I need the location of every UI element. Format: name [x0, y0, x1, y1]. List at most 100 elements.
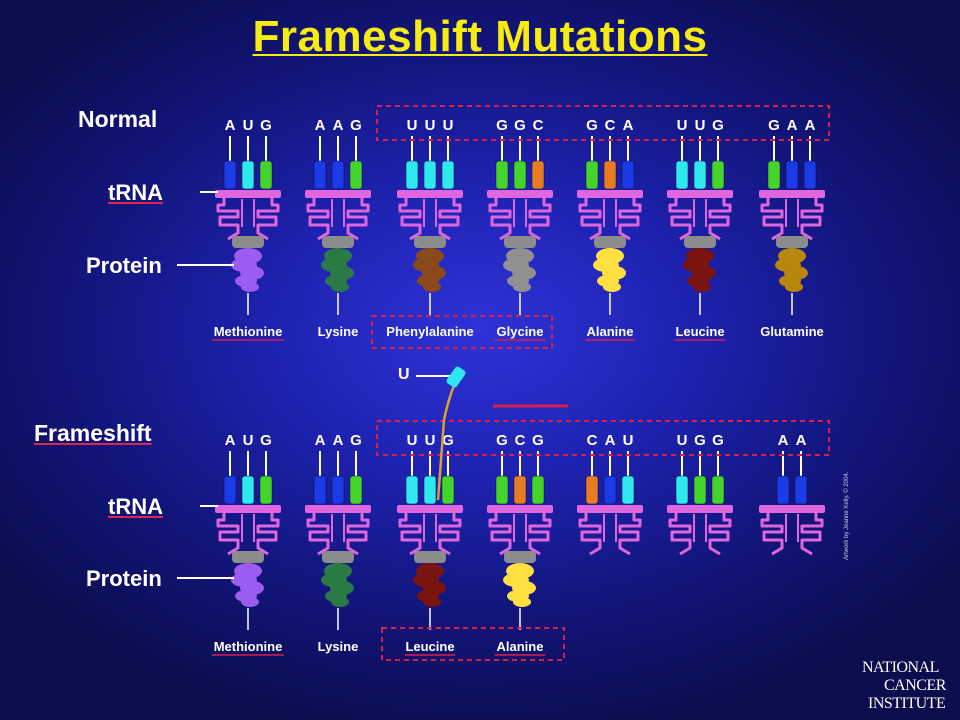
codon-base-letter: C [587, 432, 598, 449]
trna-acceptor-bar [667, 505, 733, 513]
codon-base-peg [313, 475, 327, 505]
trna-body [306, 198, 370, 241]
amino-acid-shape [321, 563, 354, 607]
codon-base-letter: U [677, 117, 688, 134]
trna-acceptor-bar [215, 505, 281, 513]
codon-base-letter: A [796, 432, 807, 449]
codon-base-peg [349, 160, 363, 190]
trna-acceptor-bar [487, 190, 553, 198]
trna-body [668, 198, 732, 241]
codon-base-peg [675, 160, 689, 190]
codon-base-letter: A [778, 432, 789, 449]
codon-base-letter: C [515, 432, 526, 449]
artwork-credit-text: Artwork by Jeanne Kelly. © 2004. [844, 471, 850, 560]
codon-base-peg [241, 475, 255, 505]
codon-base-peg [693, 475, 707, 505]
codon-base-letter: U [695, 117, 706, 134]
amino-acid-label: Phenylalanine [386, 324, 473, 339]
amino-blob-part [513, 597, 531, 607]
amino-blob-part [423, 597, 441, 607]
amino-acid-label: Lysine [318, 324, 359, 339]
codon-base-letter: U [425, 117, 436, 134]
amino-blob-part [513, 282, 531, 292]
trna-body [398, 513, 462, 556]
nci-logo: NATIONAL CANCER INSTITUTE [862, 660, 958, 718]
codon-base-peg [603, 160, 617, 190]
codon-base-peg [259, 160, 273, 190]
trna-acceptor-bar [759, 190, 825, 198]
codon-base-letter: A [333, 117, 344, 134]
codon-base-letter: U [243, 117, 254, 134]
amino-acid-shape [413, 248, 446, 292]
codon-base-peg [331, 475, 345, 505]
codon-base-letter: G [712, 117, 724, 134]
codon-base-letter: G [496, 117, 508, 134]
artwork-credit: Artwork by Jeanne Kelly. © 2004. [834, 430, 850, 560]
codon-base-peg [259, 475, 273, 505]
codon-base-peg [349, 475, 363, 505]
trna-acceptor-bar [487, 505, 553, 513]
codon-base-letter: U [243, 432, 254, 449]
codon-base-letter: A [315, 117, 326, 134]
codon-base-letter: A [225, 117, 236, 134]
codon-base-letter: U [425, 432, 436, 449]
codon-base-peg [794, 475, 808, 505]
amino-acid-shape [503, 563, 536, 607]
trna-acceptor-bar [397, 505, 463, 513]
codon-base-letter: A [333, 432, 344, 449]
codon-base-letter: A [787, 117, 798, 134]
codon-base-peg [405, 475, 419, 505]
frameshift-codon-box [376, 420, 830, 456]
trna-acceptor-bar [305, 190, 371, 198]
codon-base-peg [441, 475, 455, 505]
codon-base-peg [223, 160, 237, 190]
trna-acceptor-bar [577, 190, 643, 198]
codon-base-peg [767, 160, 781, 190]
trna-label-frameshift: tRNA [108, 494, 163, 519]
normal-codon-box [376, 105, 830, 141]
codon-base-peg [776, 475, 790, 505]
inserted-base-label: U [398, 366, 410, 383]
amino-acid-shape [413, 563, 446, 607]
codon-base-peg [585, 475, 599, 505]
codon-base-peg [513, 160, 527, 190]
codon-base-letter: C [533, 117, 544, 134]
trna-acceptor-bar [577, 505, 643, 513]
codon-base-letter: G [350, 432, 362, 449]
amino-acid-shape [593, 248, 626, 292]
amino-anchor [322, 236, 354, 248]
trna-body [760, 513, 824, 556]
amino-acid-label: Leucine [675, 324, 724, 339]
amino-anchor [414, 236, 446, 248]
normal-amino-box [371, 315, 553, 349]
codon-base-letter: A [623, 117, 634, 134]
codon-base-peg [495, 475, 509, 505]
codon-base-peg [785, 160, 799, 190]
amino-anchor [594, 236, 626, 248]
trna-body [306, 513, 370, 556]
codon-base-peg [803, 160, 817, 190]
logo-line-cancer: CANCER [884, 677, 946, 694]
codon-base-letter: U [623, 432, 634, 449]
codon-base-peg [675, 475, 689, 505]
codon-base-peg [585, 160, 599, 190]
trna-body [398, 198, 462, 241]
codon-base-letter: C [605, 117, 616, 134]
amino-blob-part [785, 282, 803, 292]
amino-acid-label: Leucine [405, 639, 454, 654]
amino-acid-shape [231, 563, 264, 607]
codon-base-letter: A [315, 432, 326, 449]
codon-base-peg [711, 160, 725, 190]
amino-anchor [684, 236, 716, 248]
normal-label: Normal [78, 106, 158, 132]
amino-blob-part [331, 282, 349, 292]
trna-acceptor-bar [215, 190, 281, 198]
frameshift-amino-box [381, 627, 565, 661]
codon-base-letter: G [350, 117, 362, 134]
